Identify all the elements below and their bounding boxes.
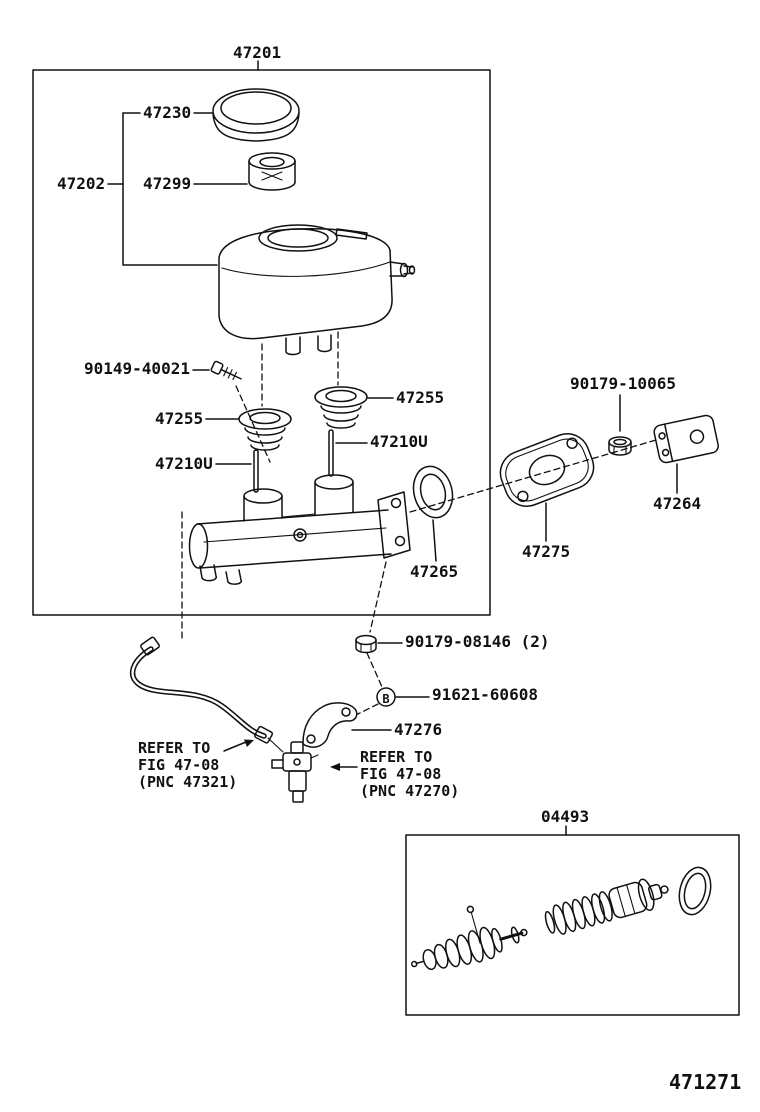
stay-bracket-drawing xyxy=(302,702,358,748)
refer-left-line2: FIG 47-08 xyxy=(138,756,220,774)
master-cylinder-drawing xyxy=(188,474,411,585)
label-stay-bracket: 47276 xyxy=(394,720,443,739)
grommet-left-drawing xyxy=(238,408,292,451)
leader-lines xyxy=(107,60,678,836)
main-assembly-box xyxy=(32,69,491,616)
label-set-screw: 90149-40021 xyxy=(84,359,190,378)
valve-drawing xyxy=(271,741,319,803)
refer-right-line2: FIG 47-08 xyxy=(360,765,442,783)
bolt-marker-circle xyxy=(376,687,396,707)
seal-ring-drawing xyxy=(412,465,454,519)
refer-note-left: REFER TO FIG 47-08 (PNC 47321) xyxy=(138,740,237,791)
brake-tube-drawing xyxy=(129,636,284,753)
label-grommet-left: 47255 xyxy=(155,409,204,428)
label-pin-left: 47210U xyxy=(155,454,213,473)
label-main-box: 47201 xyxy=(233,43,282,62)
mounting-bracket-drawing xyxy=(653,414,719,464)
lower-nut-drawing xyxy=(355,634,377,654)
label-seal-ring: 47265 xyxy=(410,562,459,581)
gasket-drawing xyxy=(499,433,595,507)
label-mounting-bracket: 47264 xyxy=(653,494,702,513)
refer-note-right: REFER TO FIG 47-08 (PNC 47270) xyxy=(360,749,459,800)
grommet-right-drawing xyxy=(314,386,368,429)
refer-left-line3: (PNC 47321) xyxy=(138,773,238,791)
pin-left-drawing xyxy=(253,449,259,493)
label-bolt: 91621-60608 xyxy=(432,685,538,704)
label-cap: 47230 xyxy=(143,103,192,122)
pin-right-drawing xyxy=(328,429,334,477)
dashed-assembly-lines xyxy=(181,331,657,715)
refer-arrows xyxy=(223,739,358,771)
label-pin-right: 47210U xyxy=(370,432,428,451)
kit-piston-drawing xyxy=(544,878,669,935)
upper-nut-drawing xyxy=(608,436,632,456)
label-reservoir-assy: 47202 xyxy=(57,174,106,193)
label-kit-box: 04493 xyxy=(541,807,590,826)
label-strainer: 47299 xyxy=(143,174,192,193)
refer-right-line1: REFER TO xyxy=(360,748,433,766)
label-gasket: 47275 xyxy=(522,542,571,561)
strainer-drawing xyxy=(248,152,296,191)
refer-left-line1: REFER TO xyxy=(138,739,211,757)
label-lower-nut: 90179-08146 (2) xyxy=(405,632,550,651)
figure-number: 471271 xyxy=(669,1070,742,1094)
label-grommet-right: 47255 xyxy=(396,388,445,407)
kit-seal-drawing xyxy=(678,866,712,916)
set-screw-drawing xyxy=(210,360,242,381)
refer-right-line3: (PNC 47270) xyxy=(360,782,460,800)
reservoir-tank-drawing xyxy=(218,224,416,356)
label-upper-nut: 90179-10065 xyxy=(570,374,676,393)
bolt-marker-letter: B xyxy=(382,692,390,706)
reservoir-cap-drawing xyxy=(212,88,300,142)
kit-boot-drawing xyxy=(410,905,528,971)
kit-box xyxy=(405,834,740,1016)
